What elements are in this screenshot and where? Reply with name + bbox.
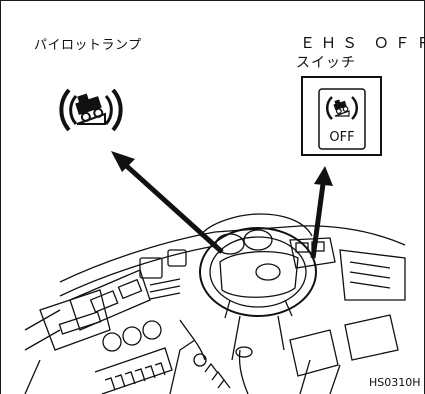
ehs-off-switch: OFF xyxy=(301,76,382,156)
figure-code: HS0310H xyxy=(369,376,421,389)
arrow-head-switch xyxy=(314,166,333,186)
arrow-to-ehs-switch xyxy=(310,183,326,259)
switch-label: スイッチ xyxy=(296,55,356,71)
dashboard-illustration xyxy=(24,213,406,394)
switch-off-text: OFF xyxy=(329,130,354,145)
arrow-head-pilot xyxy=(111,151,135,172)
switch-icon xyxy=(325,96,359,120)
pilot-lamp-label: パイロットランプ xyxy=(34,38,142,53)
ehs-off-label: ＥＨＳ ＯＦＦ xyxy=(300,34,425,52)
arrow-to-pilot-lamp xyxy=(118,158,224,254)
pilot-lamp-icon xyxy=(59,88,123,132)
